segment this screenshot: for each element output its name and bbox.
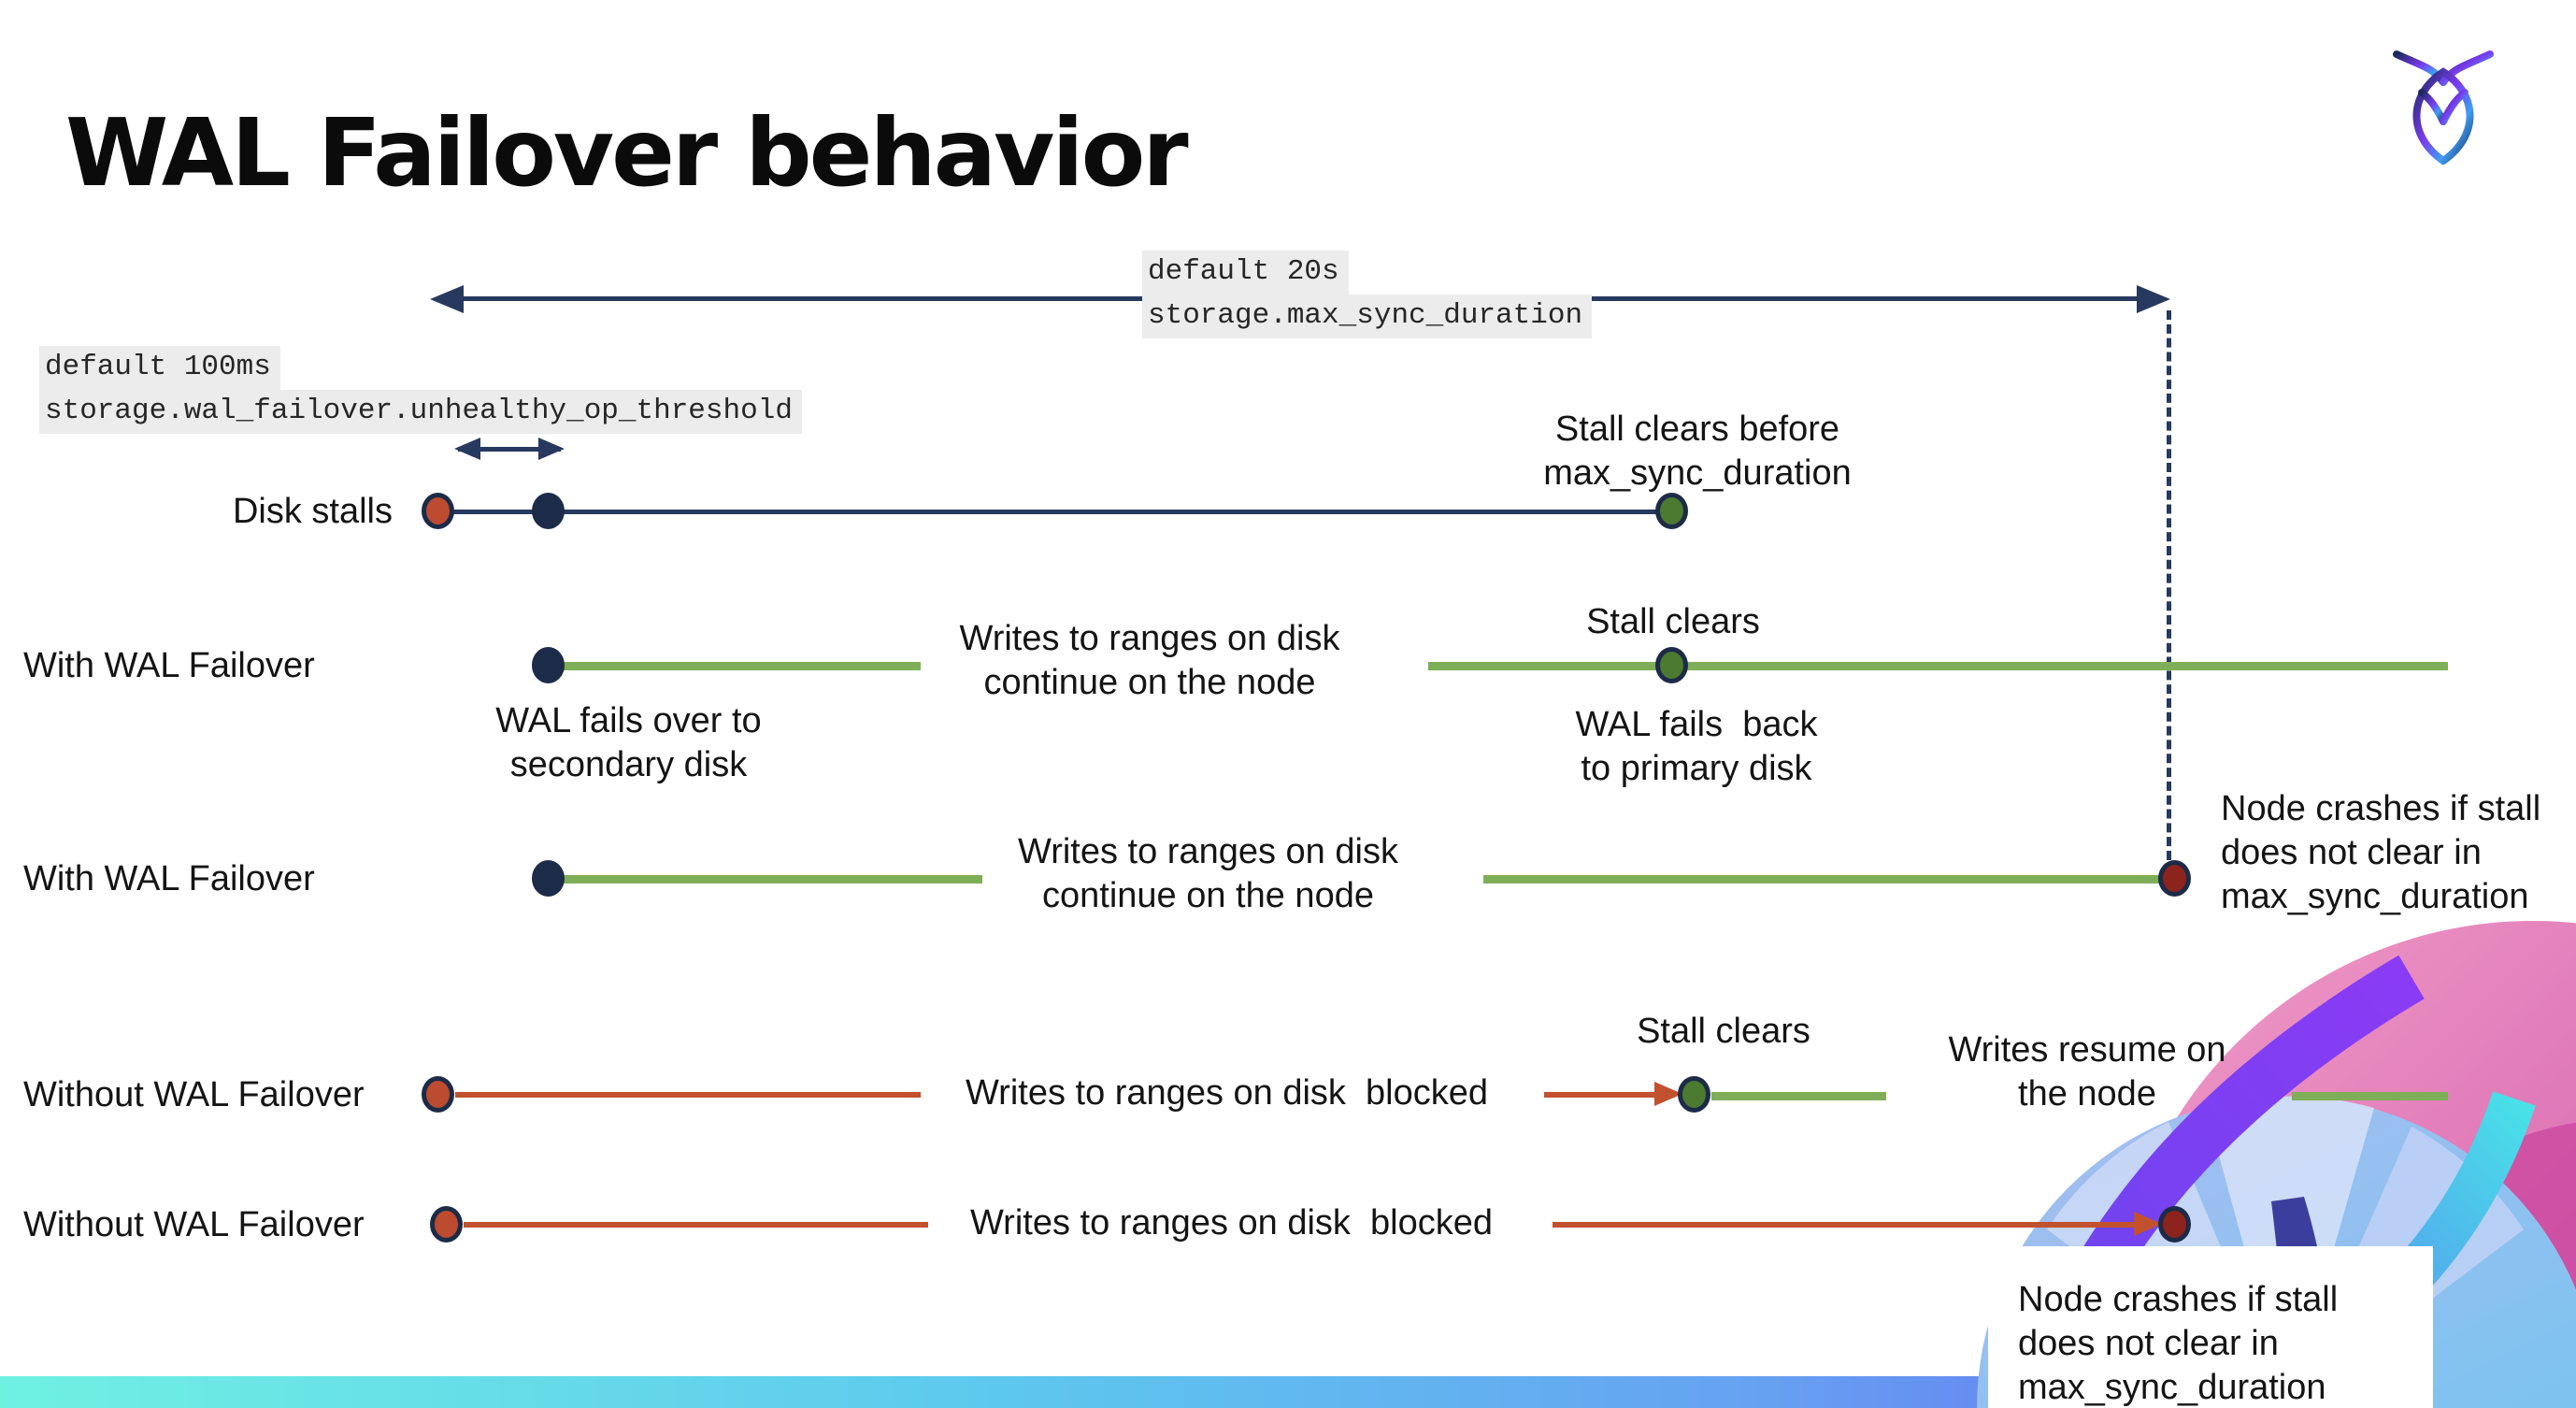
- annotation-wal-fails-over: WAL fails over to secondary disk: [495, 701, 762, 784]
- annotation-wal-fails-back: WAL fails back to primary disk: [1575, 705, 1818, 788]
- config-setting-name: storage.max_sync_duration: [1142, 295, 1593, 338]
- annotation-writes-continue-1: Writes to ranges on disk continue on the…: [959, 619, 1340, 702]
- annotation-node-crashes-mid: Node crashes if stall does not clear in …: [2221, 789, 2541, 916]
- disk-stalls-timeline: [438, 510, 1672, 514]
- blocked-until-crash-arrow: [1553, 1207, 2162, 1244]
- arrow-line: [458, 447, 561, 452]
- writes-continue-segment: [562, 662, 921, 670]
- annotation-writes-continue-2: Writes to ranges on disk continue on the…: [1018, 832, 1398, 915]
- node-crash-dot: [2158, 860, 2191, 897]
- writes-blocked-segment: [464, 1222, 928, 1228]
- node-crashes-callout: Node crashes if stall does not clear in …: [1988, 1246, 2433, 1408]
- arrowhead-right-icon: [2137, 285, 2170, 313]
- annotation-stall-clears-before: Stall clears before max_sync_duration: [1543, 409, 1852, 493]
- max-sync-duration-deadline-dashed-line: [2167, 310, 2171, 860]
- failover-dot: [532, 860, 565, 897]
- stall-start-dot: [430, 1206, 463, 1243]
- config-label-unhealthy-op-threshold: default 100ms storage.wal_failover.unhea…: [39, 346, 802, 434]
- annotation-writes-blocked-2: Writes to ranges on disk blocked: [969, 1203, 1493, 1243]
- arrowhead-left-icon: [454, 438, 480, 460]
- row-label-without-wal-failover-1: Without WAL Failover: [23, 1075, 365, 1114]
- annotation-writes-blocked-1: Writes to ranges on disk blocked: [965, 1073, 1488, 1113]
- writes-continue-segment: [1483, 875, 2161, 884]
- arrow-line: [1544, 1092, 1675, 1098]
- arrowhead-left-icon: [430, 285, 464, 313]
- arrowhead-right-icon: [538, 438, 565, 460]
- cockroach-roach-icon: [2393, 50, 2494, 165]
- writes-continue-segment: [1428, 662, 2448, 670]
- config-default-value: default 20s: [1142, 251, 1349, 295]
- writes-resume-segment: [2292, 1092, 2448, 1100]
- row-label-disk-stalls: Disk stalls: [232, 492, 393, 531]
- writes-resume-segment: [1711, 1092, 1886, 1100]
- annotation-writes-resume: Writes resume on the node: [1948, 1030, 2226, 1113]
- annotation-stall-clears-mid: Stall clears: [1586, 602, 1760, 641]
- failover-threshold-dot: [532, 493, 565, 529]
- config-setting-name: storage.wal_failover.unhealthy_op_thresh…: [39, 390, 802, 434]
- config-default-value: default 100ms: [39, 346, 280, 390]
- row-label-with-wal-failover-2: With WAL Failover: [23, 859, 315, 898]
- writes-continue-segment: [562, 875, 982, 884]
- config-label-max-sync-duration: default 20s storage.max_sync_duration: [1142, 251, 1593, 338]
- blocked-until-clear-arrow: [1544, 1077, 1682, 1114]
- failover-dot: [532, 647, 565, 683]
- stall-start-dot: [422, 493, 454, 529]
- page-title: WAL Failover behavior: [65, 98, 1189, 208]
- row-label-without-wal-failover-2: Without WAL Failover: [23, 1205, 365, 1244]
- stall-clear-dot: [1655, 493, 1688, 529]
- arrowhead-right-icon: [2134, 1212, 2162, 1236]
- stall-clear-dot: [1678, 1076, 1710, 1113]
- stall-start-dot: [422, 1076, 454, 1113]
- arrow-line: [1553, 1222, 2154, 1228]
- annotation-stall-clears-bottom: Stall clears: [1637, 1012, 1810, 1051]
- row-label-with-wal-failover-1: With WAL Failover: [23, 646, 315, 685]
- node-crash-dot: [2158, 1206, 2191, 1243]
- annotation-node-crashes-bottom: Node crashes if stall does not clear in …: [2018, 1280, 2339, 1407]
- unhealthy-op-threshold-arrow: [454, 434, 565, 466]
- writes-blocked-segment: [455, 1092, 921, 1098]
- stall-clear-dot: [1655, 647, 1688, 683]
